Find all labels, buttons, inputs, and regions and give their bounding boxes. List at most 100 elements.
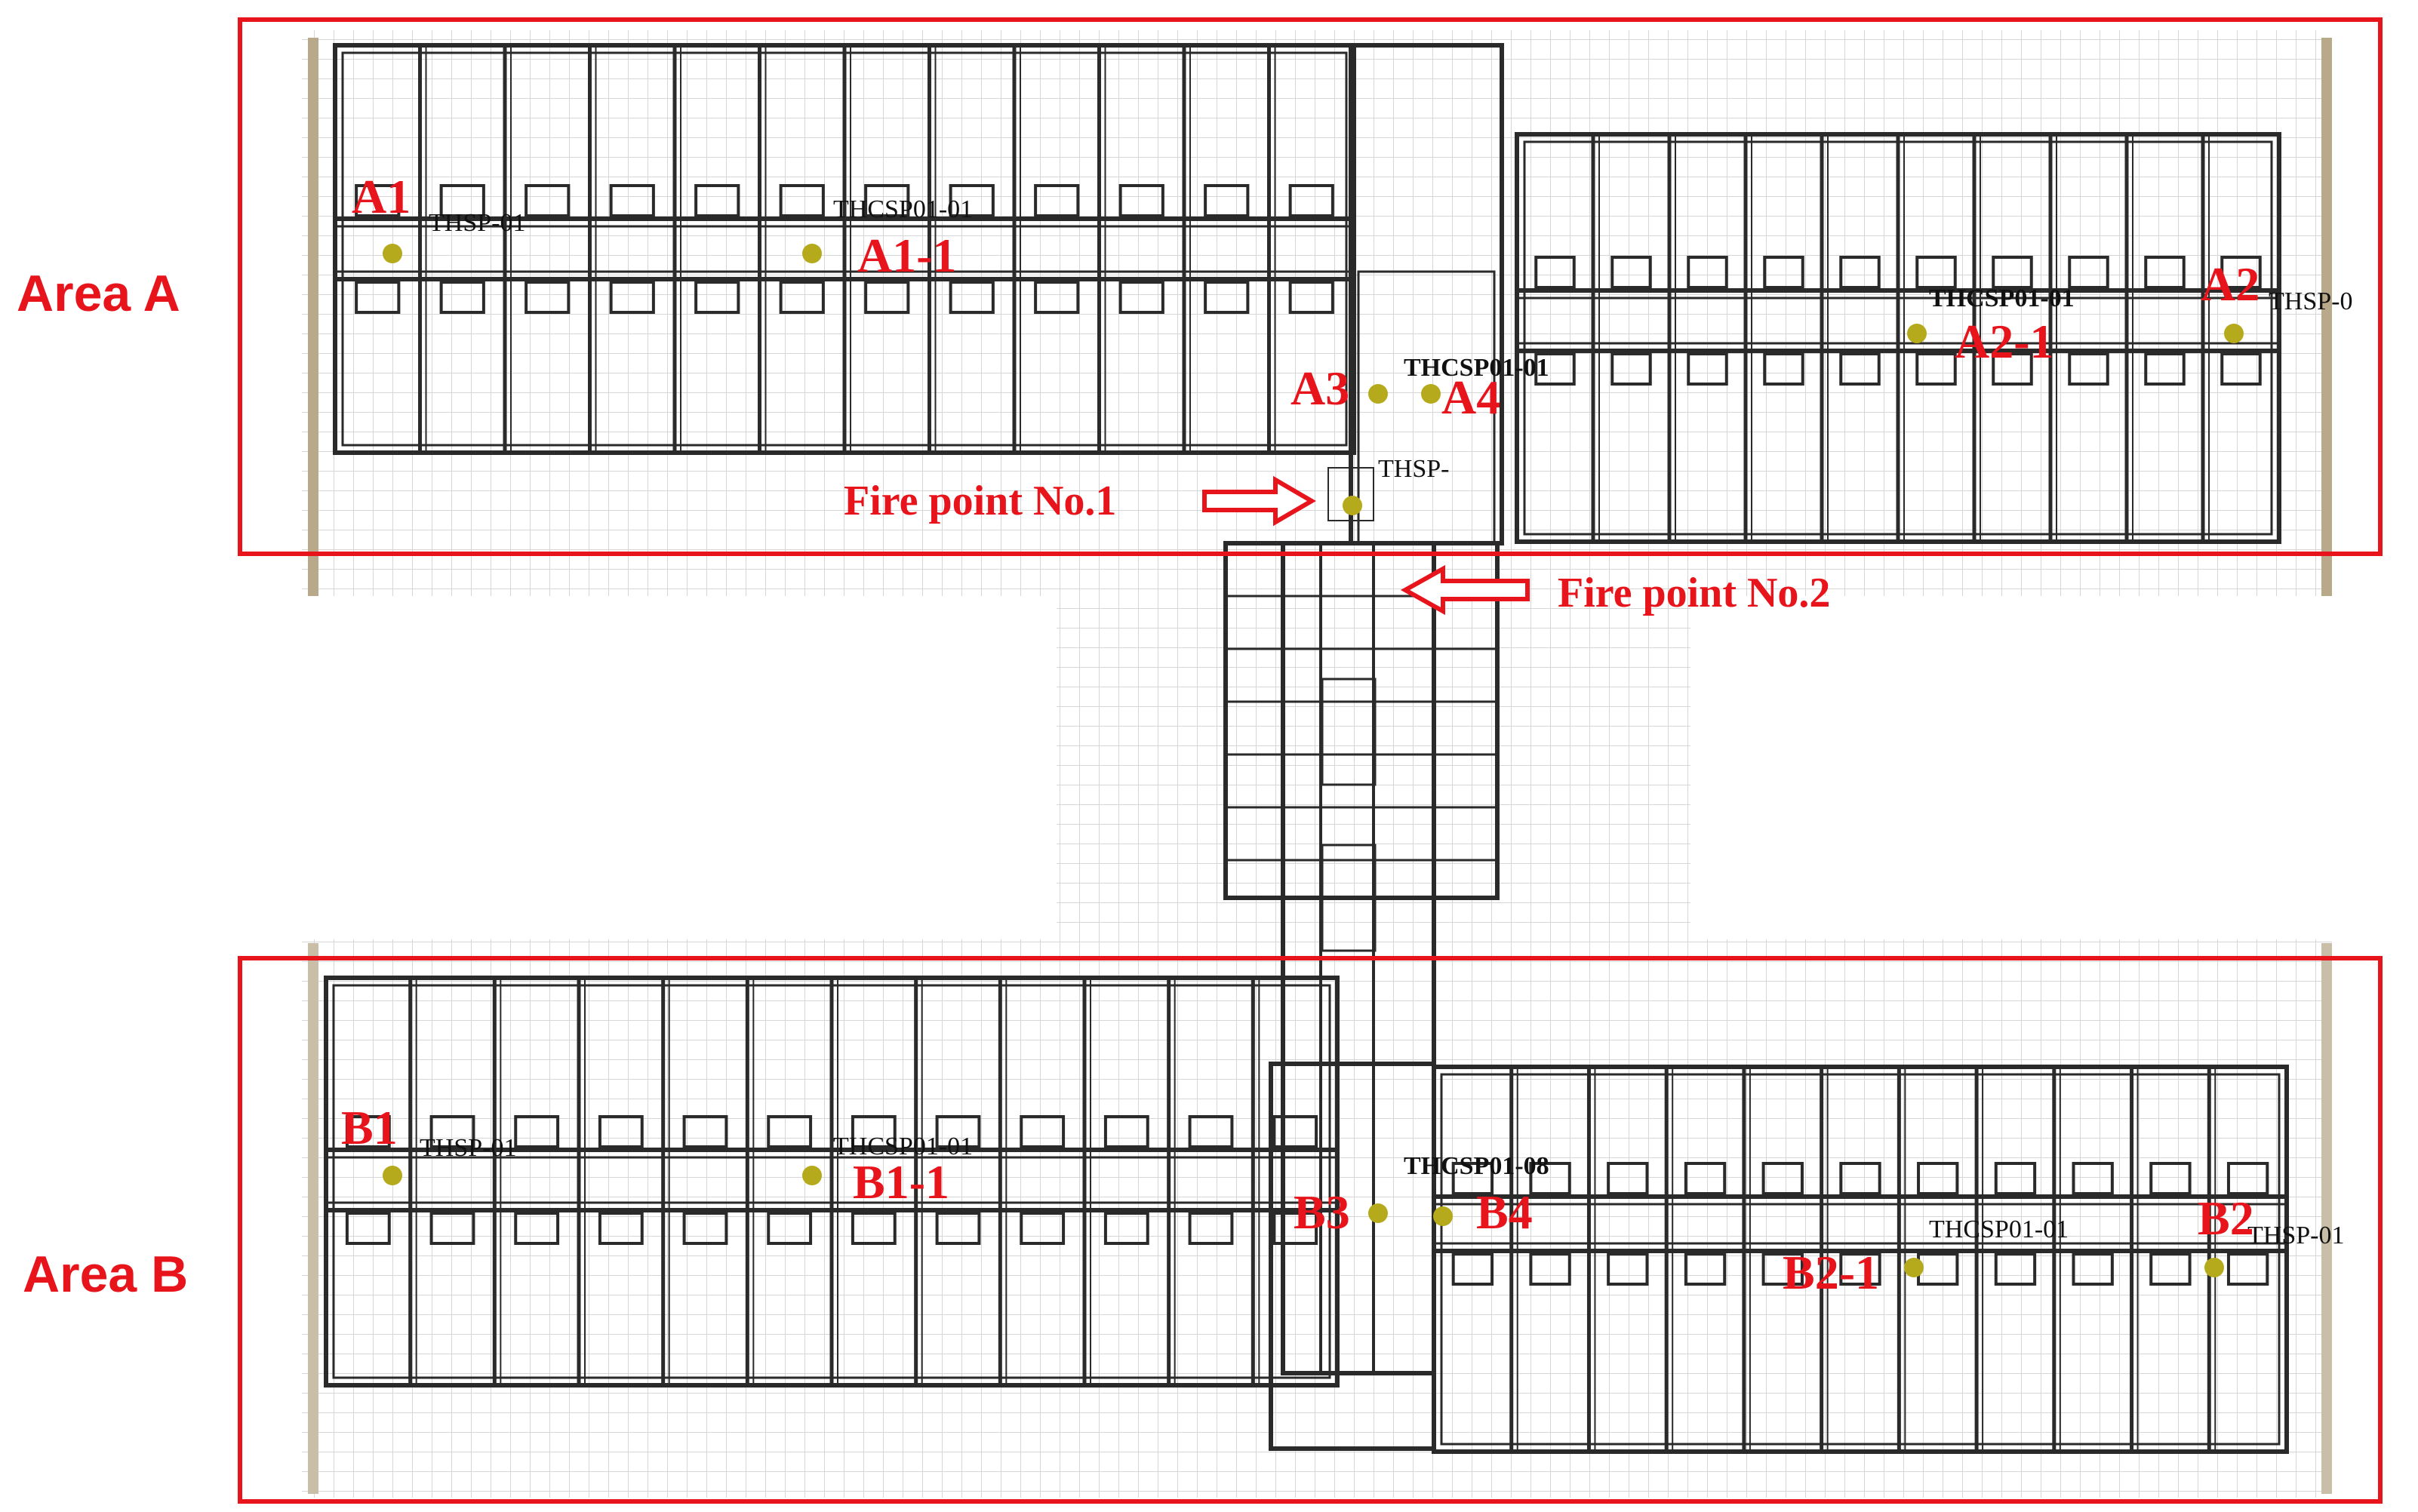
- wing-b-east-bath-block: [1994, 1252, 2037, 1286]
- wing-a-west-bath-block: [1118, 184, 1164, 217]
- wing-b-west-bath-block: [682, 1115, 728, 1148]
- wing-b-east-bath-block: [1839, 1252, 1881, 1286]
- sensor-dot-b3: [1368, 1203, 1388, 1223]
- sensor-labels: A1 A1-1 A2 A2-1 A3 A4 B1 B1-1 B2 B2-1 B3…: [341, 170, 2260, 1299]
- wing-b-east-bath-block: [1529, 1162, 1571, 1195]
- cad-tag-b1-1: THCSP01-01: [833, 1132, 973, 1160]
- wing-b-east-bath-block: [2149, 1252, 2192, 1286]
- wing-a-east-bath-block: [1992, 352, 2033, 386]
- sensor-label-a1-1: A1-1: [857, 229, 957, 282]
- fire-point-1: Fire point No.1: [844, 475, 1316, 527]
- wing-a-east-bath-block: [1839, 352, 1881, 386]
- fire-point-1-arrow: [1202, 475, 1316, 527]
- wing-b-west-bath-block: [429, 1212, 475, 1245]
- wing-b-east-bath-block: [2226, 1162, 2269, 1195]
- sensor-dot-b4: [1433, 1206, 1453, 1226]
- sensor-label-b2-1: B2-1: [1783, 1246, 1879, 1299]
- cad-tag-b1: THSP-01: [420, 1134, 516, 1162]
- wing-b-west-bath-block: [598, 1115, 644, 1148]
- wing-b-east-bath-block: [1607, 1252, 1649, 1286]
- wing-a-east-bath-block: [1839, 256, 1881, 289]
- wing-b-east-inner-wall: [1440, 1073, 2281, 1446]
- sensor-dot-a1-1: [802, 244, 822, 263]
- wing-b-west-bath-block: [1103, 1212, 1149, 1245]
- wing-a-east-bath-block: [1763, 352, 1804, 386]
- cad-tag-b2-1: THCSP01-01: [1929, 1215, 2069, 1243]
- wing-a-west-bath-block: [1288, 281, 1334, 314]
- sensor-label-a3: A3: [1291, 361, 1349, 415]
- wing-a-east-bath-block: [1763, 256, 1804, 289]
- wing-b-east-bath-block: [1761, 1252, 1804, 1286]
- wing-a-west-bath-block: [609, 281, 655, 314]
- sensor-label-a4: A4: [1441, 370, 1500, 424]
- wing-a-west-bath-block: [694, 281, 740, 314]
- sensor-dot-b2-1: [1904, 1258, 1924, 1277]
- sensor-dot-b1-1: [802, 1166, 822, 1185]
- sensor-label-b3: B3: [1294, 1185, 1350, 1239]
- wing-a-west-bath-block: [439, 184, 485, 217]
- wing-a-west-bath-block: [609, 184, 655, 217]
- wing-b-west-bath-block: [345, 1212, 391, 1245]
- wing-b-east-bath-block: [2072, 1252, 2114, 1286]
- wing-b-east-bath-block: [1607, 1162, 1649, 1195]
- wing-b-west-bath-block: [514, 1115, 560, 1148]
- wing-b-east-bath-block: [2149, 1162, 2192, 1195]
- wing-a-west-bath-block: [779, 184, 825, 217]
- wing-a-east-bath-block: [1534, 256, 1576, 289]
- wing-a-east-bath-block: [2220, 352, 2262, 386]
- cad-tag-fp1: THSP-: [1378, 455, 1449, 483]
- wing-b-west-bath-block: [514, 1212, 560, 1245]
- cad-tag-a4: THCSP01-01: [1404, 354, 1549, 382]
- wing-a-west-bath-block: [1034, 184, 1080, 217]
- wing-b-west-bath-block: [1020, 1212, 1066, 1245]
- fire-point-2-arrow: [1400, 564, 1530, 616]
- sensor-label-a1: A1: [352, 170, 411, 223]
- wing-a-east-bath-block: [1687, 352, 1728, 386]
- wing-a-east-bath-block: [2144, 256, 2186, 289]
- wing-a-east-bath-block: [1915, 352, 1957, 386]
- wing-b-east-bath-block: [1684, 1162, 1727, 1195]
- wing-b-west-bath-block: [1103, 1115, 1149, 1148]
- cad-tag-b2: THSP-01: [2247, 1222, 2344, 1249]
- wing-a-east-bath-block: [2144, 352, 2186, 386]
- room-partitions: [345, 45, 2269, 1452]
- wing-b-west-bath-block: [682, 1212, 728, 1245]
- wing-b-east-bath-block: [1451, 1252, 1494, 1286]
- wing-a-west-bath-block: [525, 184, 571, 217]
- wing-a-west-bath-block: [1204, 281, 1250, 314]
- wing-b-west-bath-block: [1272, 1115, 1318, 1148]
- wing-b-west-bath-block: [1188, 1115, 1234, 1148]
- wing-b-west-bath-block: [1188, 1212, 1234, 1245]
- wing-a-west-bath-block: [525, 281, 571, 314]
- wing-b-west-bath-block: [1020, 1115, 1066, 1148]
- wing-a-west-bath-block: [864, 281, 910, 314]
- wing-a-west-bath-block: [355, 184, 401, 217]
- wing-a-west-bath-block: [1288, 184, 1334, 217]
- wing-a-west-bath-block: [439, 281, 485, 314]
- wing-a-west-bath-block: [355, 281, 401, 314]
- wing-a-west-bath-block: [1204, 184, 1250, 217]
- wing-b-east-bath-block: [1917, 1162, 1959, 1195]
- wing-a-east-bath-block: [1534, 352, 1576, 386]
- cad-tag-a2-1: THCSP01-01: [1929, 284, 2075, 312]
- cad-tag-a2: THSP-0: [2269, 287, 2352, 315]
- sensor-dot-a2-1: [1907, 324, 1927, 343]
- sensor-label-b2: B2: [2198, 1191, 2254, 1245]
- wing-b-east-bath-block: [1529, 1252, 1571, 1286]
- cad-tag-b4: THCSP01-08: [1404, 1152, 1549, 1180]
- wing-a-west-bath-block: [949, 184, 995, 217]
- wing-a-east-bath-block: [1610, 352, 1652, 386]
- wing-b-east-bath-block: [1684, 1252, 1727, 1286]
- wing-a-east-bath-block: [1687, 256, 1728, 289]
- wing-a-west-bath-block: [864, 184, 910, 217]
- area-b-boundary: [238, 956, 2383, 1504]
- sensor-label-b1-1: B1-1: [853, 1155, 949, 1209]
- sensor-label-b1: B1: [341, 1101, 398, 1154]
- link-bath-block: [1321, 678, 1377, 786]
- wing-b-west-bath-block: [935, 1115, 981, 1148]
- wing-b-east-bath-block: [1451, 1162, 1494, 1195]
- wing-b-west-bath-block: [767, 1115, 813, 1148]
- fire-room-1: [1327, 467, 1374, 521]
- wing-b-east-bath-block: [1839, 1162, 1881, 1195]
